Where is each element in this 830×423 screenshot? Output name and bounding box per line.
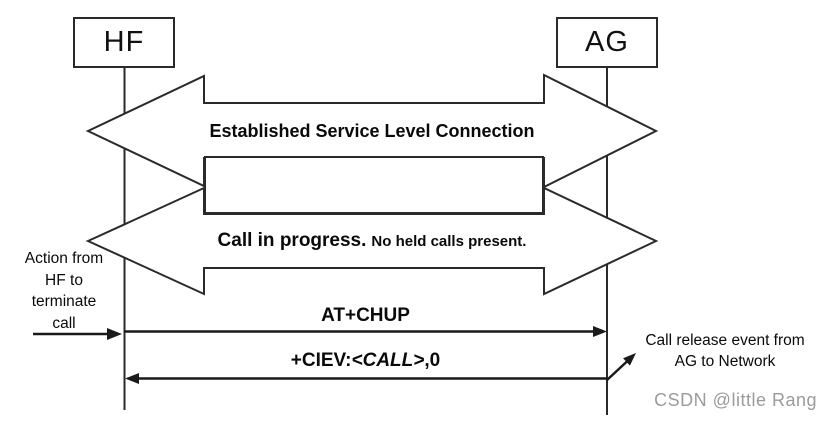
action-arrow-head	[107, 328, 122, 340]
left-annotation-line: terminate	[31, 293, 97, 310]
atchup-message-label: AT+CHUP	[321, 305, 410, 326]
left-annotation-line: HF to	[45, 271, 83, 289]
actor-label-hf: HF	[103, 26, 145, 58]
ciev-arrow-head	[125, 373, 139, 384]
left-annotation: Action from HF to terminate call	[8, 248, 120, 334]
right-annotation-line: AG to Network	[674, 353, 776, 370]
csdn-watermark: CSDN @little Rang	[654, 390, 817, 410]
atchup-arrow-head	[593, 326, 607, 337]
call-banner-label: Call in progress.No held calls present.	[88, 229, 656, 253]
call-banner-note: No held calls present.	[371, 233, 527, 250]
actor-label-ag: AG	[585, 26, 629, 58]
actor-box-ag: AG	[556, 17, 658, 68]
left-annotation-line: Action from	[24, 250, 104, 267]
ciev-suffix: ,0	[424, 350, 441, 371]
call-banner-main: Call in progress.	[217, 230, 367, 251]
right-annotation-line: Call release event from	[645, 332, 805, 349]
ciev-param: <CALL>	[351, 350, 425, 371]
ciev-prefix: +CIEV:	[290, 350, 352, 371]
release-arrow-head	[623, 353, 636, 366]
left-annotation-line: call	[52, 314, 76, 332]
ciev-message-label: +CIEV:<CALL>,0	[124, 350, 607, 372]
right-annotation: Call release event from AG to Network	[629, 330, 821, 372]
actor-box-hf: HF	[73, 17, 175, 68]
release-arrow-line	[606, 359, 629, 381]
slc-banner-label: Established Service Level Connection	[209, 121, 535, 141]
between-arrows-rect	[204, 156, 544, 214]
